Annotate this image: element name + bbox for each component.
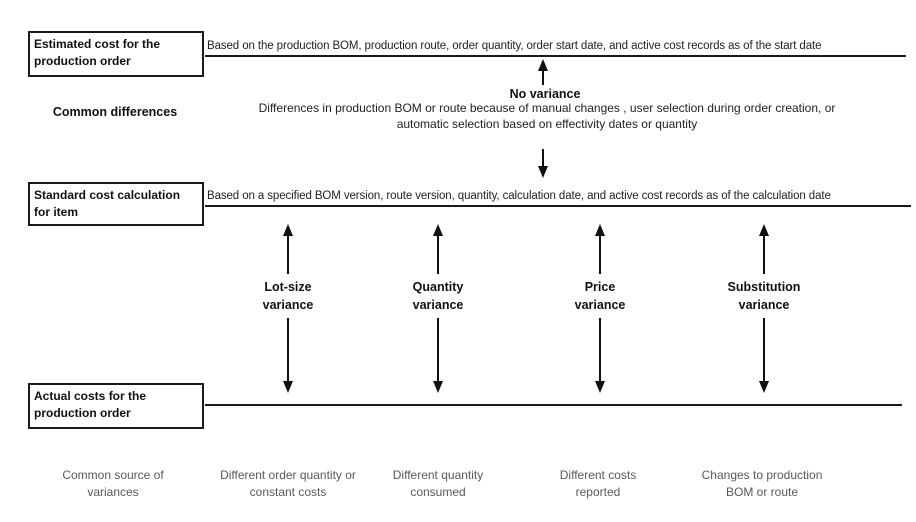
quantity-up-arrow [431,224,445,274]
lot-size-variance-label: Lot-size variance [262,280,314,312]
estimated-basis-text: Based on the production BOM, production … [207,40,822,52]
price-down-arrow [593,318,607,393]
estimated-baseline-rule [205,55,906,57]
arrow-shaft [762,236,766,274]
arrowhead-up-icon [538,59,548,71]
arrowhead-up-icon [283,224,293,236]
substitution-variance-label: Substitution variance [727,280,801,312]
standard-cost-box: Standard cost calculation for item [28,182,204,226]
arrow-shaft [286,318,290,381]
actual-costs-box: Actual costs for the production order [28,383,204,429]
lot-size-up-arrow [281,224,295,274]
quantity-down-arrow [431,318,445,393]
price-up-arrow [593,224,607,274]
arrowhead-up-icon [759,224,769,236]
arrowhead-up-icon [433,224,443,236]
arrow-shaft [436,236,440,274]
estimated-cost-box: Estimated cost for the production order [28,31,204,77]
quantity-source-text: Different quantity consumed [392,468,484,499]
actual-baseline-rule [205,404,902,406]
quantity-variance-label: Quantity variance [412,280,464,312]
no-variance-up-arrow [536,59,550,85]
arrow-shaft [286,236,290,274]
no-variance-down-arrow [536,149,550,178]
arrowhead-up-icon [595,224,605,236]
no-variance-title: No variance [509,87,581,101]
substitution-up-arrow [757,224,771,274]
lot-size-source-text: Different order quantity or constant cos… [220,468,356,499]
arrow-shaft [541,149,545,166]
substitution-source-text: Changes to production BOM or route [701,468,823,499]
standard-baseline-rule [205,205,911,207]
common-source-label: Common source of variances [62,468,164,499]
common-differences-label: Common differences [52,105,178,119]
price-source-text: Different costs reported [559,468,637,499]
lot-size-down-arrow [281,318,295,393]
no-variance-description: Differences in production BOM or route b… [258,101,836,131]
arrowhead-down-icon [538,166,548,178]
substitution-down-arrow [757,318,771,393]
price-variance-label: Price variance [574,280,626,312]
arrowhead-down-icon [283,381,293,393]
arrowhead-down-icon [595,381,605,393]
arrow-shaft [541,71,545,85]
arrow-shaft [436,318,440,381]
arrow-shaft [598,318,602,381]
arrow-shaft [762,318,766,381]
standard-basis-text: Based on a specified BOM version, route … [207,190,831,202]
arrow-shaft [598,236,602,274]
arrowhead-down-icon [759,381,769,393]
arrowhead-down-icon [433,381,443,393]
